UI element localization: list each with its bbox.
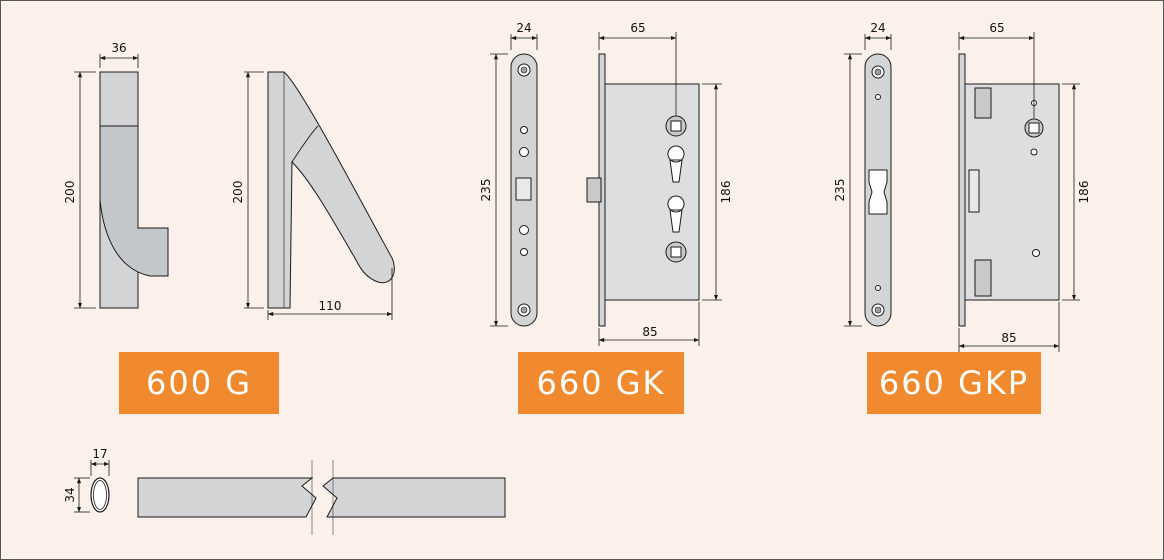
dim-gkp-case-depth: 85	[1001, 331, 1016, 345]
dim-gk-case-height: 186	[719, 181, 733, 204]
dim-gk-faceplate-height: 235	[479, 179, 493, 202]
dim-handle-front-height: 200	[63, 181, 77, 204]
bar-elevation	[137, 460, 506, 535]
handle-side-view	[267, 71, 395, 309]
dim-gkp-backset: 65	[989, 21, 1004, 35]
dim-gk-faceplate-width: 24	[516, 21, 531, 35]
dim-handle-projection: 110	[319, 299, 342, 313]
gkp-faceplate-dimensions: 24 235	[833, 21, 892, 327]
gk-case-dimensions: 65 186 85	[598, 21, 733, 346]
dim-gk-case-depth: 85	[642, 325, 657, 339]
model-label-600-g: 600 G	[119, 352, 279, 414]
dim-gkp-faceplate-width: 24	[870, 21, 885, 35]
dim-gkp-faceplate-height: 235	[833, 179, 847, 202]
handle-front-view	[99, 71, 169, 309]
dim-bar-section-height: 34	[63, 487, 77, 502]
dim-handle-width: 36	[111, 41, 126, 55]
handle-side-dimensions: 200 110	[231, 71, 393, 320]
gk-faceplate	[510, 53, 538, 327]
gkp-case-dimensions: 65 186 85	[958, 21, 1091, 352]
gkp-lock-case	[958, 53, 1060, 327]
bar-cross-section	[90, 477, 110, 513]
handle-front-dimensions: 36 200	[63, 41, 139, 309]
dim-gk-backset: 65	[630, 21, 645, 35]
dim-bar-section-width: 17	[92, 447, 107, 461]
gk-lock-case	[586, 53, 700, 327]
model-label-660-gkp: 660 GKP	[867, 352, 1041, 414]
dim-gkp-case-height: 186	[1077, 181, 1091, 204]
gkp-faceplate	[864, 53, 892, 327]
model-label-660-gk: 660 GK	[518, 352, 684, 414]
gk-faceplate-dimensions: 24 235	[479, 21, 538, 327]
bar-section-dimensions: 17 34	[63, 447, 110, 513]
dim-handle-side-height: 200	[231, 181, 245, 204]
